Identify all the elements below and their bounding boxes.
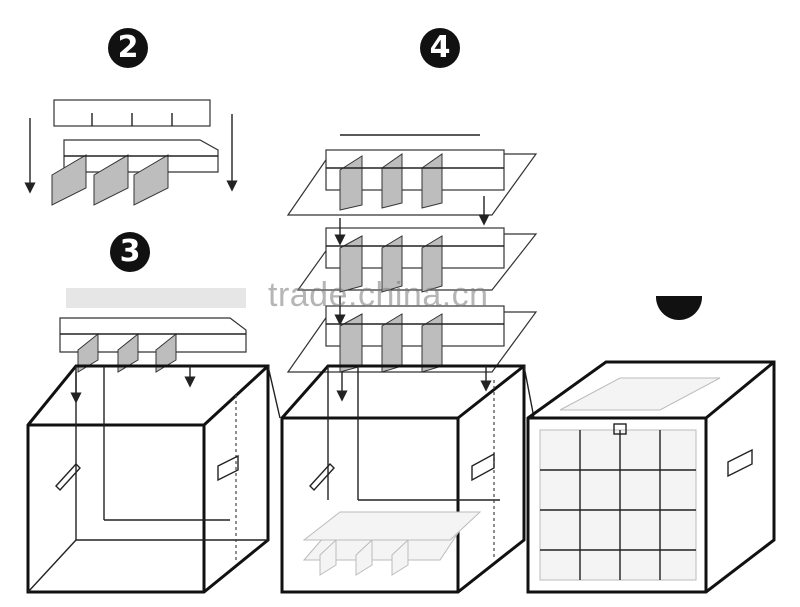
handle-icon [727, 448, 753, 478]
storage-box-3 [526, 360, 776, 594]
step2-divider-insert [24, 99, 238, 206]
storage-box-1 [26, 364, 281, 594]
label-tab [613, 423, 627, 435]
step-number-3: 3 [110, 232, 150, 272]
ghost-dividers [539, 377, 721, 581]
step3-divider-insert [59, 288, 247, 373]
handle-icon [217, 454, 239, 482]
watermark: trade.china.cn [268, 276, 489, 314]
step-number-4: 4 [420, 28, 460, 68]
handle-icon [309, 462, 335, 492]
step-number-2: 2 [108, 28, 148, 68]
handle-icon [471, 452, 495, 482]
step4-divider-stack [286, 134, 538, 373]
handle-icon [55, 462, 81, 492]
ghost-dividers [302, 511, 482, 576]
storage-box-2 [280, 364, 535, 594]
